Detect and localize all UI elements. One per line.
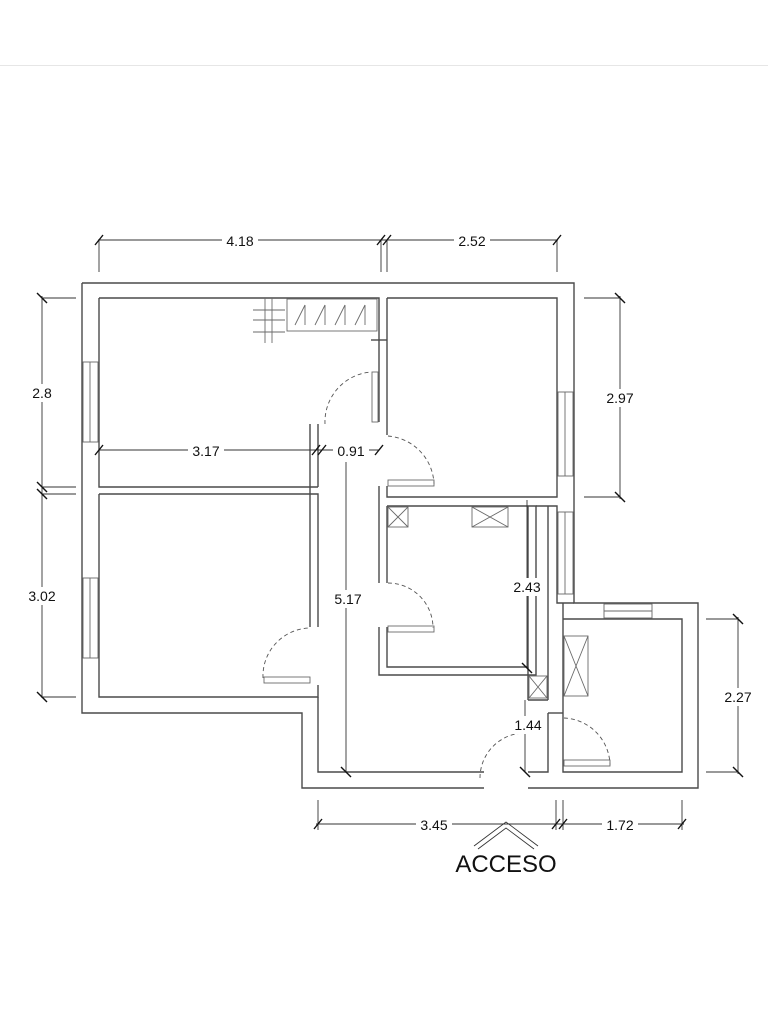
doors bbox=[262, 371, 611, 779]
dim-top-right: 2.52 bbox=[458, 233, 485, 249]
windows bbox=[82, 361, 653, 659]
interior-partitions bbox=[309, 298, 574, 714]
dim-left-upper: 2.8 bbox=[32, 385, 52, 401]
kitchen-fixtures bbox=[387, 506, 589, 699]
entrance-label: ACCESO bbox=[455, 851, 556, 878]
dim-bedroom-width: 3.17 bbox=[192, 443, 219, 459]
exterior-walls bbox=[81, 282, 699, 789]
dimension-labels: 4.18 2.52 2.8 3.02 2.97 2.27 3.17 0.91 5… bbox=[24, 232, 756, 834]
dim-left-lower: 3.02 bbox=[28, 588, 55, 604]
dim-right-lower: 2.27 bbox=[724, 689, 751, 705]
wardrobe bbox=[253, 298, 378, 343]
dim-bottom-right: 1.72 bbox=[606, 817, 633, 833]
dim-bath-door: 1.44 bbox=[514, 717, 541, 733]
page-top-divider bbox=[0, 65, 768, 66]
dim-right-upper: 2.97 bbox=[606, 390, 633, 406]
dim-hall-length: 5.17 bbox=[334, 591, 361, 607]
dim-top-left: 4.18 bbox=[226, 233, 253, 249]
dim-kitchen-depth: 2.43 bbox=[513, 579, 540, 595]
dim-hall-width: 0.91 bbox=[337, 443, 364, 459]
dim-bottom-left: 3.45 bbox=[420, 817, 447, 833]
entrance-arrow-icon bbox=[473, 821, 539, 850]
dimension-lines bbox=[36, 234, 744, 830]
